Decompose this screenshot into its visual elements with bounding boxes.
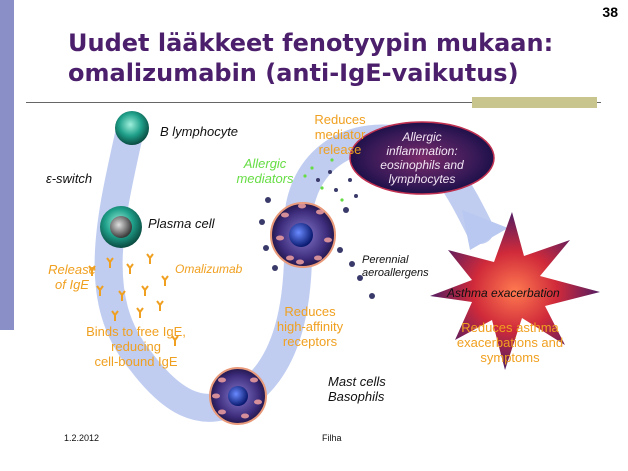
mast-cell-lower-nucleus (228, 386, 248, 406)
aeroallergen-particles (259, 170, 375, 299)
allergic-inflammation-cloud (349, 121, 495, 195)
mast-cell-upper-nucleus (289, 223, 313, 247)
side-accent-bar (0, 0, 14, 330)
label-asthma-exacerbation: Asthma exacerbation (447, 286, 560, 300)
slide-title: Uudet lääkkeet fenotyypin mukaan: omaliz… (68, 28, 588, 88)
mast-cell-upper-granules (276, 203, 332, 265)
plasma-cell-nucleus (110, 216, 132, 238)
title-line-1: Uudet lääkkeet fenotyypin mukaan: (68, 29, 554, 57)
label-e-switch: ε-switch (46, 171, 93, 186)
title-rule (26, 102, 601, 103)
footer-date: 1.2.2012 (64, 433, 100, 443)
mediator-particles (303, 158, 344, 202)
footer-author: Filha (322, 433, 342, 443)
pathway-arrow (462, 210, 508, 250)
mast-cell-lower-granules (212, 377, 262, 419)
ige-molecules (88, 253, 179, 346)
title-line-2: omalizumabin (anti-IgE-vaikutus) (68, 59, 519, 87)
label-b-lymphocyte: B lymphocyte (160, 124, 239, 139)
label-omalizumab: Omalizumab (175, 262, 243, 276)
title-rule-accent (472, 97, 597, 108)
b-lymphocyte-cell (115, 111, 149, 145)
label-plasma-cell: Plasma cell (148, 216, 215, 231)
asthma-exacerbation-burst (430, 212, 600, 370)
slide-number: 38 (602, 4, 618, 20)
